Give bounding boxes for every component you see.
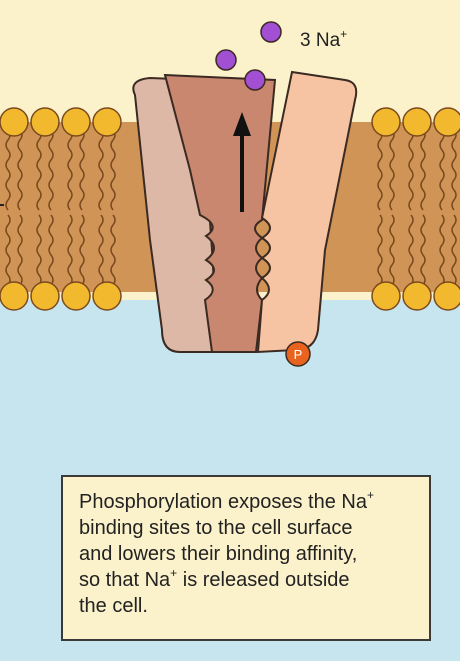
sodium-ion (216, 50, 236, 70)
lipid-head (0, 108, 28, 136)
lipid-head (93, 108, 121, 136)
caption-line: Phosphorylation exposes the Na+ (79, 489, 415, 515)
lipid-head (403, 282, 431, 310)
sodium-ion (245, 70, 265, 90)
caption-line: the cell. (79, 593, 415, 619)
caption-line: and lowers their binding affinity, (79, 541, 415, 567)
lipid-head (0, 282, 28, 310)
sodium-label: 3 Na+ (300, 30, 347, 52)
lipid-head (403, 108, 431, 136)
lipid-head (31, 282, 59, 310)
caption-line: binding sites to the cell surface (79, 515, 415, 541)
lipid-head (31, 108, 59, 136)
lipid-head (372, 282, 400, 310)
lipid-head (62, 282, 90, 310)
lipid-head (372, 108, 400, 136)
caption-box: Phosphorylation exposes the Na+ binding … (61, 475, 431, 641)
lipid-head (434, 108, 460, 136)
phosphate-label: P (294, 347, 303, 362)
lipid-head (62, 108, 90, 136)
caption-line: so that Na+ is released outside (79, 567, 415, 593)
lipid-head (434, 282, 460, 310)
sodium-ion (261, 22, 281, 42)
lipid-head (93, 282, 121, 310)
